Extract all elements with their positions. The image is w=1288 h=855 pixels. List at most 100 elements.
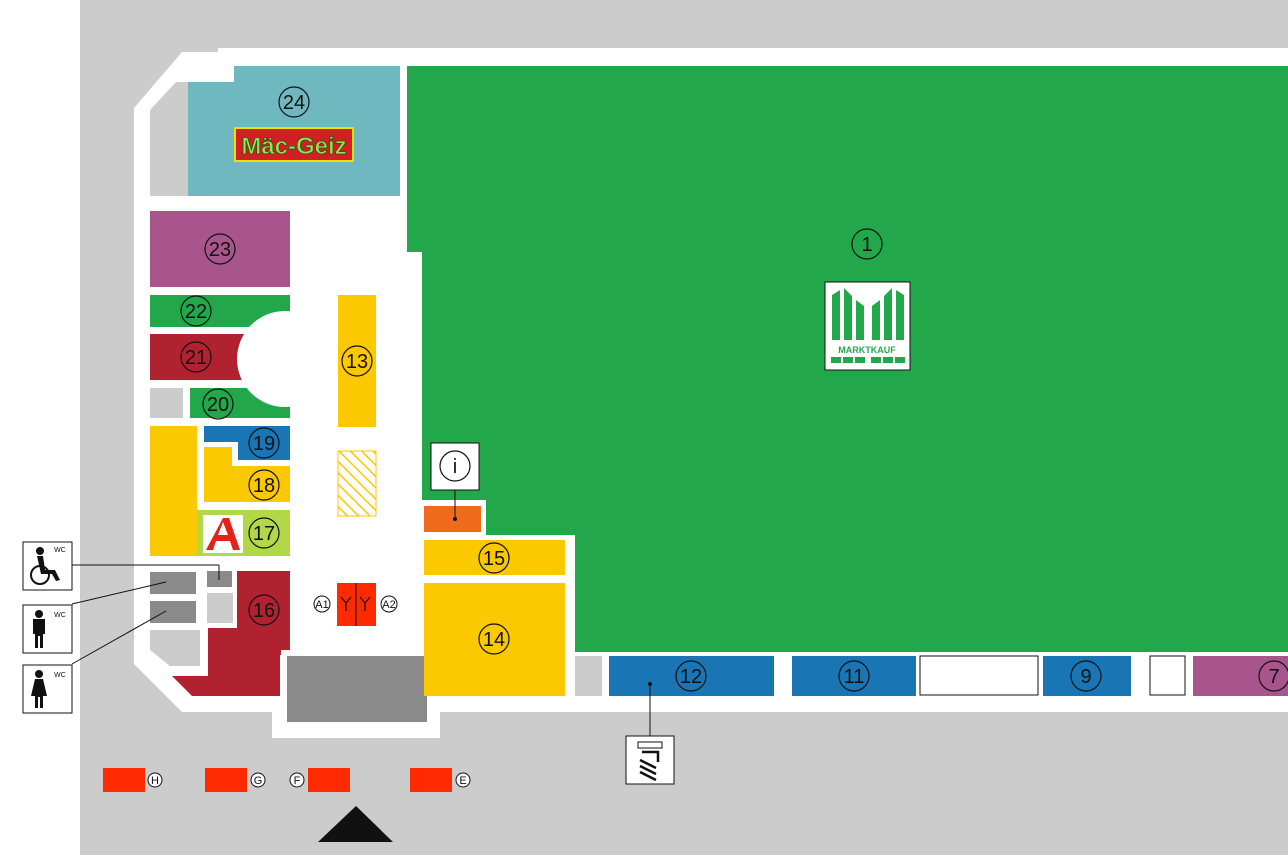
store-11[interactable]: 11	[792, 656, 916, 696]
entrance-h-label: H	[151, 775, 159, 787]
wheelchair-wc-label: WC	[54, 547, 66, 554]
store-23-number: 23	[209, 239, 231, 261]
entrance-h[interactable]: H	[103, 768, 163, 792]
stair-a2-circle	[380, 595, 398, 613]
escalator-icon	[340, 596, 371, 611]
store-12[interactable]: 12	[609, 656, 774, 696]
stair-a1-circle	[313, 595, 331, 613]
store-17-area[interactable]	[204, 447, 290, 502]
women-wc-icon[interactable]: WC	[22, 664, 73, 714]
entrance-e-label: E	[459, 775, 466, 787]
info-desk[interactable]	[424, 506, 481, 532]
store-9-number: 9	[1080, 666, 1091, 688]
store-12-area[interactable]	[609, 656, 774, 696]
store-22-number-circle	[180, 295, 212, 327]
store-14-area[interactable]	[424, 540, 565, 575]
store-20-number: 13	[346, 351, 368, 373]
store-15[interactable]: 16	[172, 571, 290, 696]
store-1-number-circle	[851, 228, 883, 260]
store-18-area[interactable]	[204, 426, 290, 460]
atm-icon[interactable]	[625, 735, 675, 785]
info-icon	[439, 450, 471, 482]
entrance-g-label: G	[254, 775, 263, 787]
wheelchair-wc-icon[interactable]: WC	[22, 541, 73, 591]
store-23-number-circle	[204, 233, 236, 265]
planned-kiosk-hatched	[337, 450, 377, 517]
store-16-number: 17	[253, 523, 275, 545]
vacant-unit-10[interactable]	[919, 655, 1039, 696]
store-12-number: 12	[680, 666, 702, 688]
store-13-area[interactable]	[424, 583, 565, 696]
store-17[interactable]: 18	[204, 447, 290, 502]
store-23-area[interactable]	[150, 211, 290, 287]
stair-a2-label: A2	[382, 599, 395, 611]
wc-women-room[interactable]	[150, 601, 196, 623]
store-13-number: 14	[483, 629, 505, 651]
pharmacy-symbol	[206, 518, 240, 550]
store-23[interactable]: 23	[150, 211, 290, 287]
vacant-unit-8[interactable]	[1149, 655, 1186, 696]
men-wc-icon[interactable]: WC	[22, 604, 73, 654]
store-18[interactable]: 19	[204, 426, 290, 460]
store-14[interactable]: 15	[424, 540, 565, 575]
escalators[interactable]: A1 A2	[313, 583, 398, 626]
entrance-e[interactable]: E	[410, 768, 471, 792]
men-wc-leader	[71, 581, 167, 605]
service-room-corner	[150, 630, 200, 666]
maec-geiz-logo	[234, 127, 354, 162]
store-13-number-circle	[478, 623, 510, 655]
store-17-number: 18	[253, 475, 275, 497]
store-11-area[interactable]	[792, 656, 916, 696]
store-11-number-circle	[838, 660, 870, 692]
store-16[interactable]: 17	[197, 510, 290, 556]
store-24-number: 24	[283, 92, 305, 114]
store-9-number-circle	[1070, 660, 1102, 692]
store-24-number-circle	[278, 86, 310, 118]
store-21-number: 21	[185, 347, 207, 369]
store-19-number-circle	[202, 388, 234, 420]
marktkauf-logo-text: MARKTKAUF	[838, 345, 896, 355]
store-15-area[interactable]	[172, 571, 290, 696]
store-12-number-circle	[675, 660, 707, 692]
store-19-number: 20	[207, 394, 229, 416]
entrance-f[interactable]: F	[289, 768, 350, 792]
info-icon-label: i	[453, 456, 457, 478]
atrium-circle	[237, 311, 333, 407]
store-18-number: 19	[253, 433, 275, 455]
store-21-number-circle	[180, 341, 212, 373]
men-wc-label: WC	[54, 612, 66, 619]
marktkauf-logo: MARKTKAUF	[824, 281, 911, 371]
store-16-side-area[interactable]	[150, 426, 197, 556]
store-11-number: 11	[844, 666, 865, 688]
store-9[interactable]: 9	[1043, 656, 1131, 696]
store-15-number: 16	[253, 600, 275, 622]
maec-geiz-logo-text: Mäc-Geiz	[241, 133, 346, 160]
store-22-number: 22	[185, 301, 207, 323]
store-7-number-circle	[1258, 660, 1288, 692]
small-unit-near-12[interactable]	[575, 656, 602, 696]
store-13[interactable]: 14	[424, 583, 565, 696]
women-wc-label: WC	[54, 672, 66, 679]
store-14-number: 15	[483, 548, 505, 570]
store-14-number-circle	[478, 542, 510, 574]
service-room-small[interactable]	[207, 593, 233, 623]
women-wc-leader	[71, 610, 167, 665]
entrance-g[interactable]: G	[205, 768, 266, 792]
store-24[interactable]: 24 Mäc-Geiz	[188, 66, 400, 196]
wc-men-room[interactable]	[150, 572, 196, 594]
store-1-number: 1	[861, 234, 872, 256]
entrance-arrow-icon	[318, 806, 393, 842]
store-9-area[interactable]	[1043, 656, 1131, 696]
store-7-number: 7	[1268, 666, 1279, 688]
store-7-area[interactable]	[1193, 656, 1288, 696]
store-20-number-circle	[341, 345, 373, 377]
store-1[interactable]: 1 MARKTKAUF	[407, 66, 1288, 652]
store-7[interactable]: 7	[1193, 656, 1288, 696]
store-20[interactable]: 13	[338, 295, 376, 427]
entrance-vestibule[interactable]	[287, 656, 427, 722]
store-18-number-circle	[248, 427, 280, 459]
store-20-area[interactable]	[338, 295, 376, 427]
small-unit-near-19[interactable]	[150, 388, 183, 418]
entrance-f-label: F	[294, 775, 301, 787]
